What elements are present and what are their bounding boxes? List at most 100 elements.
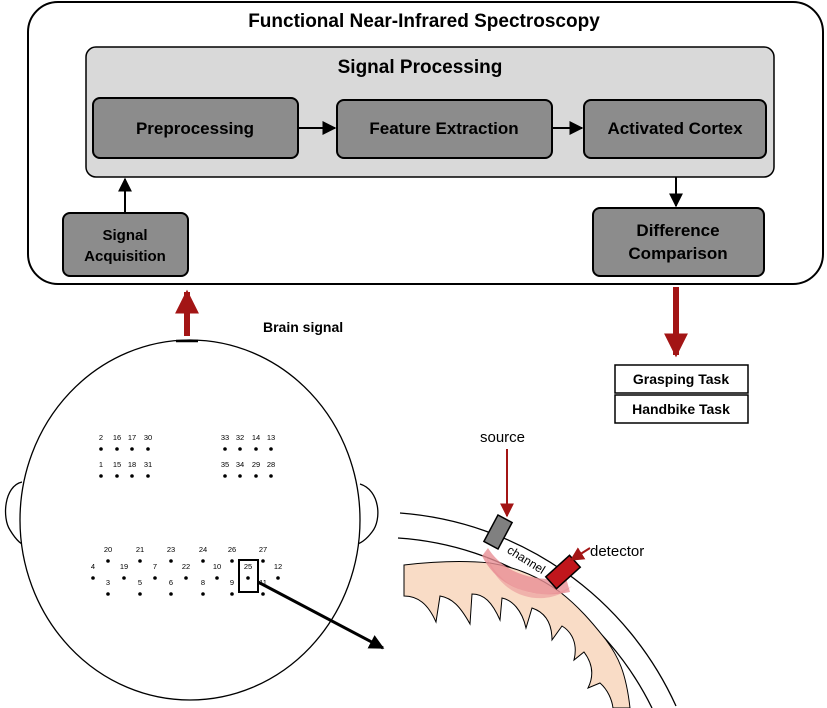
channel-label-5: 5	[138, 578, 142, 587]
channel-label-7: 7	[153, 562, 157, 571]
detector-optode	[544, 554, 582, 590]
activated-cortex-box	[583, 99, 767, 159]
channel-dot-21	[138, 559, 142, 563]
channel-label-13: 13	[267, 433, 275, 442]
head-circle	[19, 339, 361, 701]
channel-dot-1	[99, 474, 103, 478]
channel-dot-14	[254, 447, 258, 451]
channel-dot-20	[106, 559, 110, 563]
channel-dot-23	[169, 559, 173, 563]
channel-label-11: 11	[259, 578, 267, 587]
channel-dot-5	[138, 592, 142, 596]
channel-dot-7	[153, 576, 157, 580]
channel-dot-29	[254, 474, 258, 478]
channel-label-33: 33	[221, 433, 229, 442]
channel-label-17: 17	[128, 433, 136, 442]
channel-label-27: 27	[259, 545, 267, 554]
channel-dot-31	[146, 474, 150, 478]
grasping-task-label: Grasping Task	[633, 371, 729, 387]
channel-dot-24	[201, 559, 205, 563]
channel-dot-19	[122, 576, 126, 580]
feature-extraction-label: Feature Extraction	[369, 119, 518, 138]
channel-dot-32	[238, 447, 242, 451]
fnirs-title: Functional Near-Infrared Spectroscopy	[248, 11, 600, 32]
channel-label-30: 30	[144, 433, 152, 442]
channel-dot-6	[169, 592, 173, 596]
channel-label-31: 31	[144, 460, 152, 469]
channel-dot-11	[261, 592, 265, 596]
channel-dot-15	[115, 474, 119, 478]
channel-dot-27	[261, 559, 265, 563]
channel-label-20: 20	[104, 545, 112, 554]
channel-dot-4	[91, 576, 95, 580]
channel-label-21: 21	[136, 545, 144, 554]
signal-acquisition-line1: Signal	[102, 227, 147, 244]
channel-dot-33	[223, 447, 227, 451]
channel-label-10: 10	[213, 562, 221, 571]
channel-dot-18	[130, 474, 134, 478]
channel-dot-2	[99, 447, 103, 451]
channel-dot-22	[184, 576, 188, 580]
channel-label-1: 1	[99, 460, 103, 469]
detector-label: detector	[590, 543, 644, 560]
channel-dot-35	[223, 474, 227, 478]
channel-group-front-left: 2 16 17 30 1 15 18 31	[99, 433, 152, 478]
channel-band	[482, 548, 570, 595]
signal-processing-title: Signal Processing	[338, 57, 503, 78]
difference-comparison-line2: Comparison	[628, 244, 727, 263]
channel-label-24: 24	[199, 545, 207, 554]
head-outline	[4, 339, 379, 701]
channel-dot-34	[238, 474, 242, 478]
channel-dot-9	[230, 592, 234, 596]
channel-dot-10	[215, 576, 219, 580]
source-label: source	[480, 429, 525, 446]
channel-dot-30	[146, 447, 150, 451]
channel-label-15: 15	[113, 460, 121, 469]
channel-label-32: 32	[236, 433, 244, 442]
source-optode	[482, 513, 514, 551]
channel-label-25: 25	[244, 562, 252, 571]
channel-dot-3	[106, 592, 110, 596]
handbike-task-label: Handbike Task	[632, 401, 730, 417]
channel-label-18: 18	[128, 460, 136, 469]
channel-label-35: 35	[221, 460, 229, 469]
activated-cortex-label: Activated Cortex	[607, 119, 743, 138]
detector-arrow	[569, 547, 591, 561]
signal-acquisition-line2: Acquisition	[84, 248, 166, 265]
channel-label-3: 3	[106, 578, 110, 587]
channel-label-29: 29	[252, 460, 260, 469]
channel-label-9: 9	[230, 578, 234, 587]
channel-dot-8	[201, 592, 205, 596]
channel-label-16: 16	[113, 433, 121, 442]
channel-label-26: 26	[228, 545, 236, 554]
channel-25-highlight	[238, 559, 259, 593]
channel-dot-16	[115, 447, 119, 451]
channel-label-4: 4	[91, 562, 95, 571]
channel-label-2: 2	[99, 433, 103, 442]
channel-dot-12	[276, 576, 280, 580]
channel-label-19: 19	[120, 562, 128, 571]
channel-label-8: 8	[201, 578, 205, 587]
channel-label-22: 22	[182, 562, 190, 571]
right-ear	[353, 483, 379, 546]
channel-dot-28	[269, 474, 273, 478]
channel-group-front-right: 33 32 14 13 35 34 29 28	[221, 433, 275, 478]
zoom-arrow	[257, 580, 385, 650]
grasping-task-box	[614, 364, 749, 394]
handbike-task-box	[614, 394, 749, 424]
channel-label-23: 23	[167, 545, 175, 554]
channel-label-34: 34	[236, 460, 244, 469]
channel-label-6: 6	[169, 578, 173, 587]
channel-dot-17	[130, 447, 134, 451]
preprocessing-label: Preprocessing	[136, 119, 254, 138]
channel-dot-26	[230, 559, 234, 563]
channel-label-14: 14	[252, 433, 260, 442]
cortex-zoom	[397, 512, 677, 708]
difference-comparison-line1: Difference	[636, 221, 719, 240]
channel-label-28: 28	[267, 460, 275, 469]
difference-comparison-box	[592, 207, 765, 277]
channel-dot-13	[269, 447, 273, 451]
brain-signal-label: Brain signal	[263, 319, 343, 335]
